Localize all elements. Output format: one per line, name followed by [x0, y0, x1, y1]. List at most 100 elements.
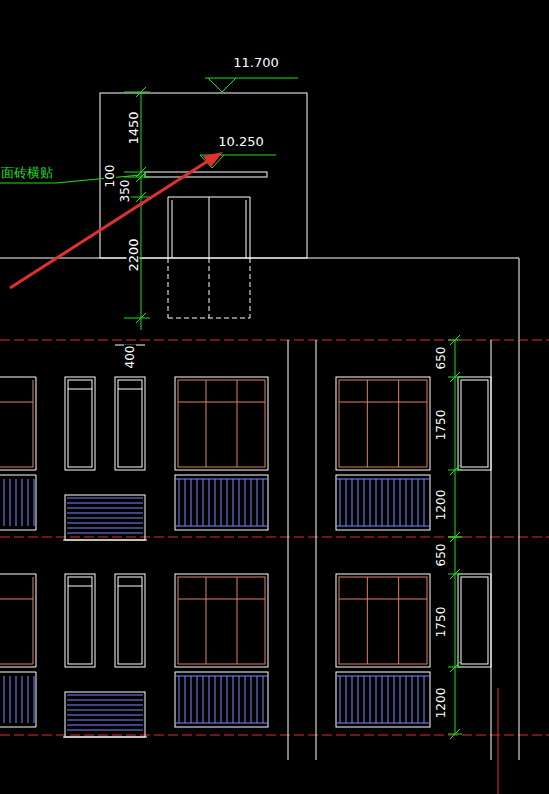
- rail-baluster: [406, 479, 407, 526]
- louver-sill: [63, 737, 147, 738]
- louver-slat: [67, 533, 143, 534]
- rail-baluster: [203, 676, 204, 723]
- rail-baluster: [197, 676, 198, 723]
- window-transom: [68, 389, 92, 390]
- window-transom: [68, 586, 92, 587]
- floor-line: [0, 735, 549, 736]
- balcony-rail: [0, 475, 36, 530]
- rail-baluster: [16, 676, 17, 723]
- rail-baluster: [388, 479, 389, 526]
- rail-baluster: [358, 479, 359, 526]
- window-frame: [65, 574, 95, 667]
- rail-baluster: [227, 676, 228, 723]
- door-hidden: [168, 258, 169, 318]
- rail-baluster: [245, 676, 246, 723]
- rail-baluster: [215, 479, 216, 526]
- window-sash: [118, 577, 142, 664]
- rail-baluster: [352, 676, 353, 723]
- louver-slat: [67, 725, 143, 726]
- rail-baluster: [257, 479, 258, 526]
- window-frame: [0, 377, 36, 470]
- louver-slat: [67, 498, 143, 499]
- extension-line: [448, 537, 462, 538]
- rail-baluster: [370, 479, 371, 526]
- level-line: [205, 78, 298, 79]
- window-sash: [339, 380, 427, 467]
- dimension-text: 650: [435, 543, 447, 568]
- rail-baluster: [263, 479, 264, 526]
- window-transom: [178, 599, 265, 600]
- window-sash: [178, 380, 265, 467]
- floor-line: [0, 537, 549, 538]
- ac-louver: [65, 495, 145, 540]
- dimension-line: [455, 340, 456, 537]
- balcony-rail: [175, 672, 268, 727]
- dimension-text: 1200: [435, 687, 447, 720]
- rail-baluster: [22, 676, 23, 723]
- extension-line: [448, 470, 462, 471]
- window-transom: [0, 402, 33, 403]
- louver-slat: [67, 508, 143, 509]
- louver-slat: [67, 528, 143, 529]
- rail-bar: [336, 723, 430, 724]
- window-mullion: [237, 380, 238, 467]
- rail-baluster: [28, 479, 29, 526]
- louver-slat: [67, 705, 143, 706]
- door-hidden: [209, 258, 210, 318]
- dimension-text: 2200: [127, 237, 140, 272]
- dimension-text: 350: [119, 179, 131, 204]
- dimension-line: [455, 537, 456, 734]
- louver-slat: [67, 695, 143, 696]
- door-hidden: [250, 258, 251, 318]
- louver-slat: [67, 523, 143, 524]
- door-frame: [246, 200, 247, 258]
- rail-baluster: [233, 479, 234, 526]
- rail-baluster: [346, 479, 347, 526]
- rail-baluster: [185, 479, 186, 526]
- window-transom: [0, 599, 33, 600]
- rail-baluster: [412, 479, 413, 526]
- balcony-rail: [336, 475, 430, 530]
- level-text: 11.700: [232, 56, 280, 69]
- rail-baluster: [179, 676, 180, 723]
- ac-louver: [65, 692, 145, 737]
- rail-baluster: [418, 676, 419, 723]
- rail-baluster: [28, 676, 29, 723]
- extension-line: [448, 667, 462, 668]
- balcony-rail: [0, 672, 36, 727]
- window-sash: [33, 380, 34, 467]
- rail-baluster: [340, 479, 341, 526]
- window-sash: [68, 380, 92, 467]
- rail-baluster: [251, 479, 252, 526]
- rail-baluster: [203, 479, 204, 526]
- rail-baluster: [412, 676, 413, 723]
- rail-baluster: [10, 676, 11, 723]
- dimension-text: 1450: [127, 110, 140, 145]
- window-sash: [33, 577, 34, 664]
- window-mullion: [367, 380, 368, 467]
- rail-baluster: [424, 676, 425, 723]
- dimension-text: 1750: [435, 606, 447, 639]
- window-sash: [461, 577, 488, 664]
- window-transom: [118, 389, 142, 390]
- door-frame: [250, 197, 251, 258]
- extension-line: [124, 92, 150, 93]
- louver-sill: [63, 540, 147, 541]
- door-frame: [168, 197, 169, 258]
- louver-slat: [67, 513, 143, 514]
- extension-line: [448, 377, 462, 378]
- rail-baluster: [400, 676, 401, 723]
- window-frame: [336, 377, 430, 470]
- extension-line: [448, 574, 462, 575]
- rail-bar: [336, 676, 430, 677]
- rail-baluster: [34, 479, 35, 526]
- rail-baluster: [388, 676, 389, 723]
- window-mullion: [398, 577, 399, 664]
- dimension-text: 400: [124, 345, 136, 370]
- window-sash: [339, 577, 427, 664]
- rail-baluster: [376, 479, 377, 526]
- rail-baluster: [16, 479, 17, 526]
- rail-baluster: [394, 676, 395, 723]
- window-transom: [118, 586, 142, 587]
